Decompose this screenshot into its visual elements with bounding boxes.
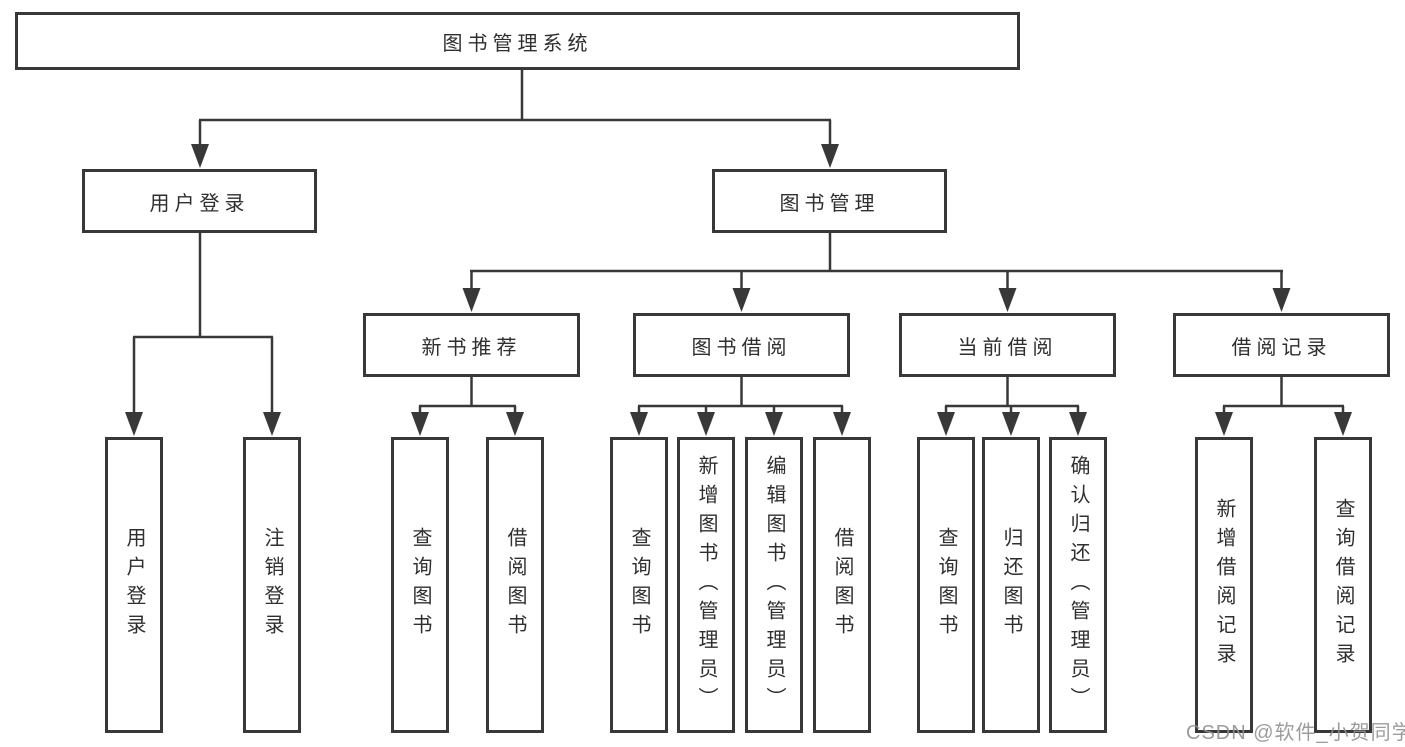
node-current-borrow-label: 当前借阅 <box>957 336 1058 359</box>
leaf-borrow-books-recommend: 借阅图书 <box>486 437 544 733</box>
node-current-borrow: 当前借阅 <box>899 313 1116 377</box>
connector-root-to-level2 <box>191 70 839 168</box>
leaf-query-books-recommend: 查询图书 <box>391 437 449 733</box>
connector-new-book-recommend-to-leaves <box>411 377 524 436</box>
leaf-query-borrow-record: 查询借阅记录 <box>1314 437 1372 733</box>
connector-user-login-to-leaves <box>125 233 281 436</box>
node-new-book-recommend: 新书推荐 <box>363 313 580 377</box>
leaf-logout: 注销登录 <box>243 437 301 733</box>
leaf-add-borrow-record-label: 新增借阅记录 <box>1213 498 1235 672</box>
node-borrow-records: 借阅记录 <box>1173 313 1390 377</box>
connector-borrow-records-to-leaves <box>1215 377 1352 436</box>
leaf-confirm-return-admin-label: 确认归还（管理员） <box>1067 454 1089 716</box>
leaf-query-books-current: 查询图书 <box>917 437 975 733</box>
leaf-borrow-books-label: 借阅图书 <box>831 527 853 643</box>
connector-book-borrow-to-leaves <box>630 377 851 436</box>
leaf-user-login: 用户登录 <box>105 437 163 733</box>
leaf-query-books-recommend-label: 查询图书 <box>409 527 431 643</box>
leaf-query-books-borrow-label: 查询图书 <box>628 527 650 643</box>
node-book-management: 图书管理 <box>712 169 947 233</box>
leaf-query-borrow-record-label: 查询借阅记录 <box>1332 498 1354 672</box>
node-root-label: 图书管理系统 <box>442 32 593 55</box>
leaf-return-book: 归还图书 <box>982 437 1040 733</box>
leaf-query-books-borrow: 查询图书 <box>610 437 668 733</box>
connector-book-management-to-level3 <box>462 233 1291 312</box>
leaf-borrow-books: 借阅图书 <box>813 437 871 733</box>
node-root: 图书管理系统 <box>15 12 1020 70</box>
node-user-login: 用户登录 <box>82 169 317 233</box>
leaf-borrow-books-recommend-label: 借阅图书 <box>504 527 526 643</box>
node-borrow-records-label: 借阅记录 <box>1231 336 1332 359</box>
node-book-borrow: 图书借阅 <box>633 313 850 377</box>
leaf-edit-book-admin-label: 编辑图书（管理员） <box>763 454 785 716</box>
csdn-watermark: CSDN @软件_小贺同学 <box>1186 722 1405 744</box>
leaf-add-book-admin: 新增图书（管理员） <box>677 437 735 733</box>
leaf-confirm-return-admin: 确认归还（管理员） <box>1049 437 1107 733</box>
node-book-management-label: 图书管理 <box>779 192 880 215</box>
leaf-logout-label: 注销登录 <box>261 527 283 643</box>
node-new-book-recommend-label: 新书推荐 <box>421 336 522 359</box>
leaf-add-book-admin-label: 新增图书（管理员） <box>695 454 717 716</box>
leaf-add-borrow-record: 新增借阅记录 <box>1195 437 1253 733</box>
node-user-login-label: 用户登录 <box>149 192 250 215</box>
node-book-borrow-label: 图书借阅 <box>691 336 792 359</box>
leaf-user-login-label: 用户登录 <box>123 527 145 643</box>
leaf-edit-book-admin: 编辑图书（管理员） <box>745 437 803 733</box>
leaf-return-book-label: 归还图书 <box>1000 527 1022 643</box>
connector-current-borrow-to-leaves <box>937 377 1087 436</box>
leaf-query-books-current-label: 查询图书 <box>935 527 957 643</box>
